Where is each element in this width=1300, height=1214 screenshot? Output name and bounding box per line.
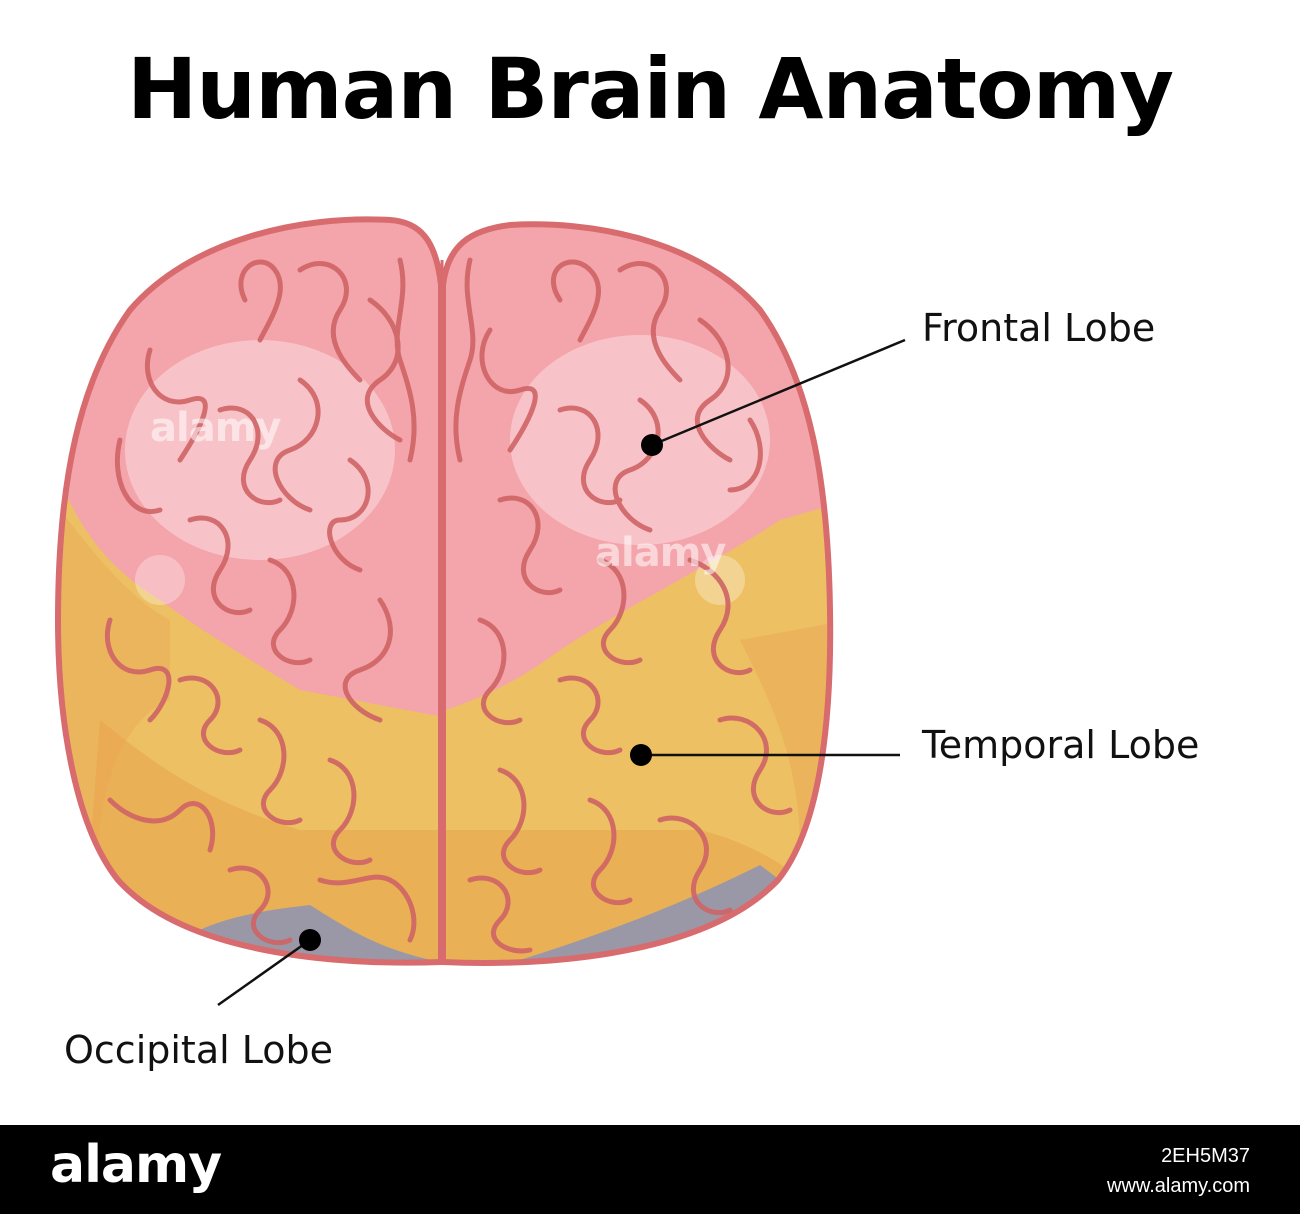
site-url: www.alamy.com (1107, 1175, 1250, 1197)
pointer-occipital (217, 929, 321, 1007)
gyri-lines (104, 257, 793, 954)
label-frontal-lobe: Frontal Lobe (922, 306, 1156, 350)
label-temporal-lobe: Temporal Lobe (922, 723, 1200, 767)
watermark: alamy (595, 530, 726, 576)
watermark: alamy (150, 405, 281, 451)
footer-meta: 2EH5M37 www.alamy.com (1107, 1141, 1250, 1201)
label-occipital-lobe: Occipital Lobe (64, 1028, 334, 1072)
image-id: 2EH5M37 (1161, 1145, 1250, 1167)
diagram-title: Human Brain Anatomy (127, 40, 1174, 138)
footer-logo: alamy (50, 1135, 222, 1195)
watermark-footer: alamy 2EH5M37 www.alamy.com (0, 1125, 1300, 1214)
pointer-temporal (630, 744, 900, 766)
brain-diagram (54, 216, 906, 1007)
pointer-frontal (641, 338, 906, 456)
right-hemisphere (440, 221, 834, 967)
